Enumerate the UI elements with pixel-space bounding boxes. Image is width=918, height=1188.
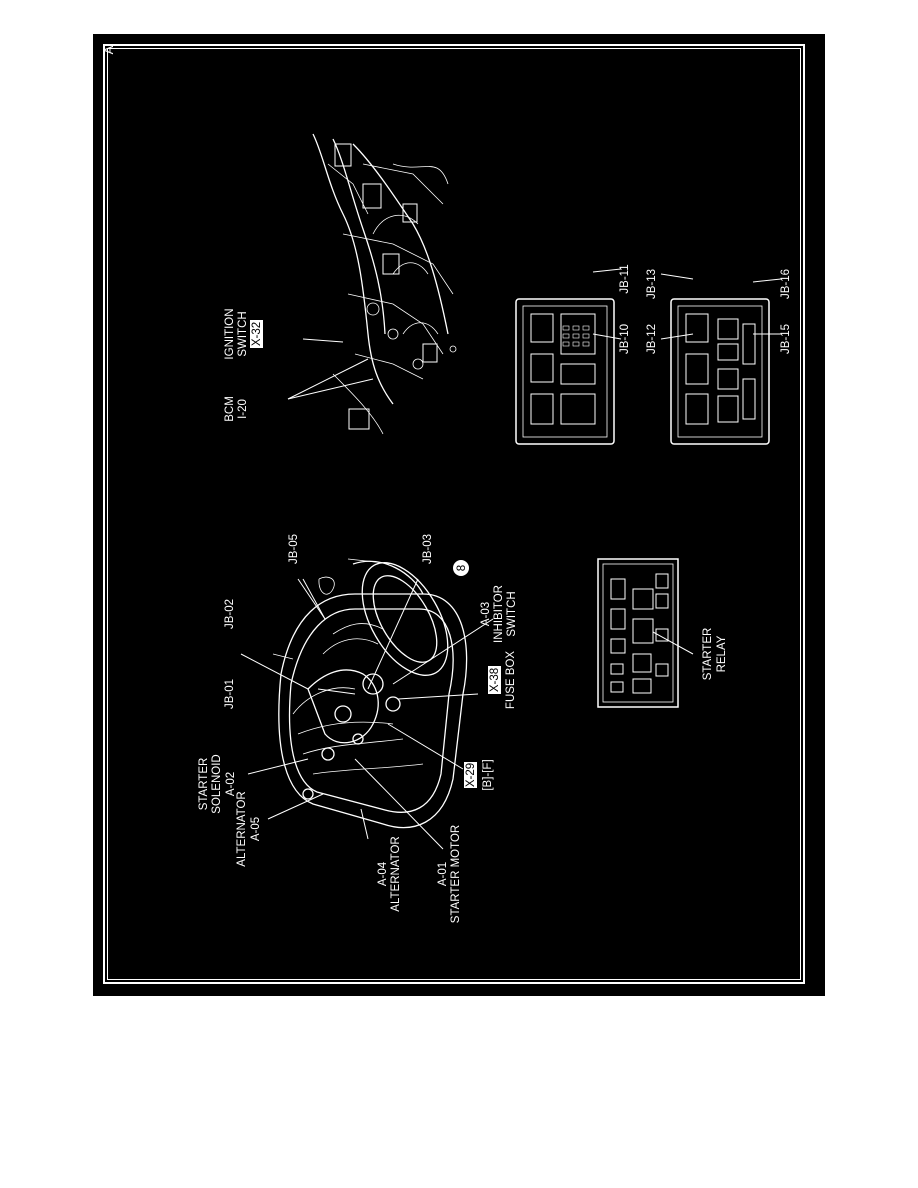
diagram-sheet: A [93,34,825,996]
label-x29: X-29 [465,763,477,787]
label-a05: A-05 [250,817,262,841]
instrument-panel-harness [312,133,457,435]
page-marker: A [101,45,116,54]
component-location-diagram: A [101,45,792,923]
label-a01: A-01 [437,862,449,886]
label-inhibitor-switch: SWITCH [506,591,518,636]
label-a04: A-04 [377,861,389,886]
label-ignition-switch: SWITCH [237,311,249,356]
ground-point-8: 8 [456,565,468,571]
starter-relay-fuse-block [597,558,679,708]
label-jb01: JB-01 [224,679,236,709]
label-ignition: IGNITION [224,308,236,359]
label-a02: A-02 [225,772,237,796]
label-x32: X-32 [251,322,263,346]
label-starter-motor: STARTER MOTOR [450,825,462,923]
engine-bay-drawing: 8 [272,558,469,829]
outer-frame [103,44,805,984]
label-b-f: [B]-[F] [482,759,494,790]
label-jb12: JB-12 [646,324,658,354]
label-jb05: JB-05 [288,534,300,564]
label-jb11: JB-11 [619,264,631,293]
label-a03: A-03 [480,602,492,626]
junction-box-jb12-jb16 [670,298,770,445]
label-alternator-a05: ALTERNATOR [236,791,248,866]
label-starter-solenoid: STARTER [198,758,210,811]
label-jb10: JB-10 [619,324,631,354]
label-starter-relay: STARTER [702,628,714,681]
label-jb16: JB-16 [780,269,792,299]
label-alternator-a04: ALTERNATOR [390,836,402,911]
label-jb13: JB-13 [646,269,658,299]
junction-box-jb10-jb11 [515,298,615,445]
label-jb15: JB-15 [780,324,792,354]
label-jb02: JB-02 [224,599,236,629]
label-starter-solenoid-2: SOLENOID [211,754,223,813]
inner-frame [107,48,801,980]
label-inhibitor: INHIBITOR [493,585,505,643]
engine-leaders [240,578,494,850]
label-jb03: JB-03 [422,534,434,564]
label-i20: I-20 [237,399,249,419]
label-fuse-box: FUSE BOX [505,651,517,709]
label-x38: X-38 [489,668,501,692]
label-bcm: BCM [224,396,236,422]
label-starter-relay-2: RELAY [716,635,728,672]
